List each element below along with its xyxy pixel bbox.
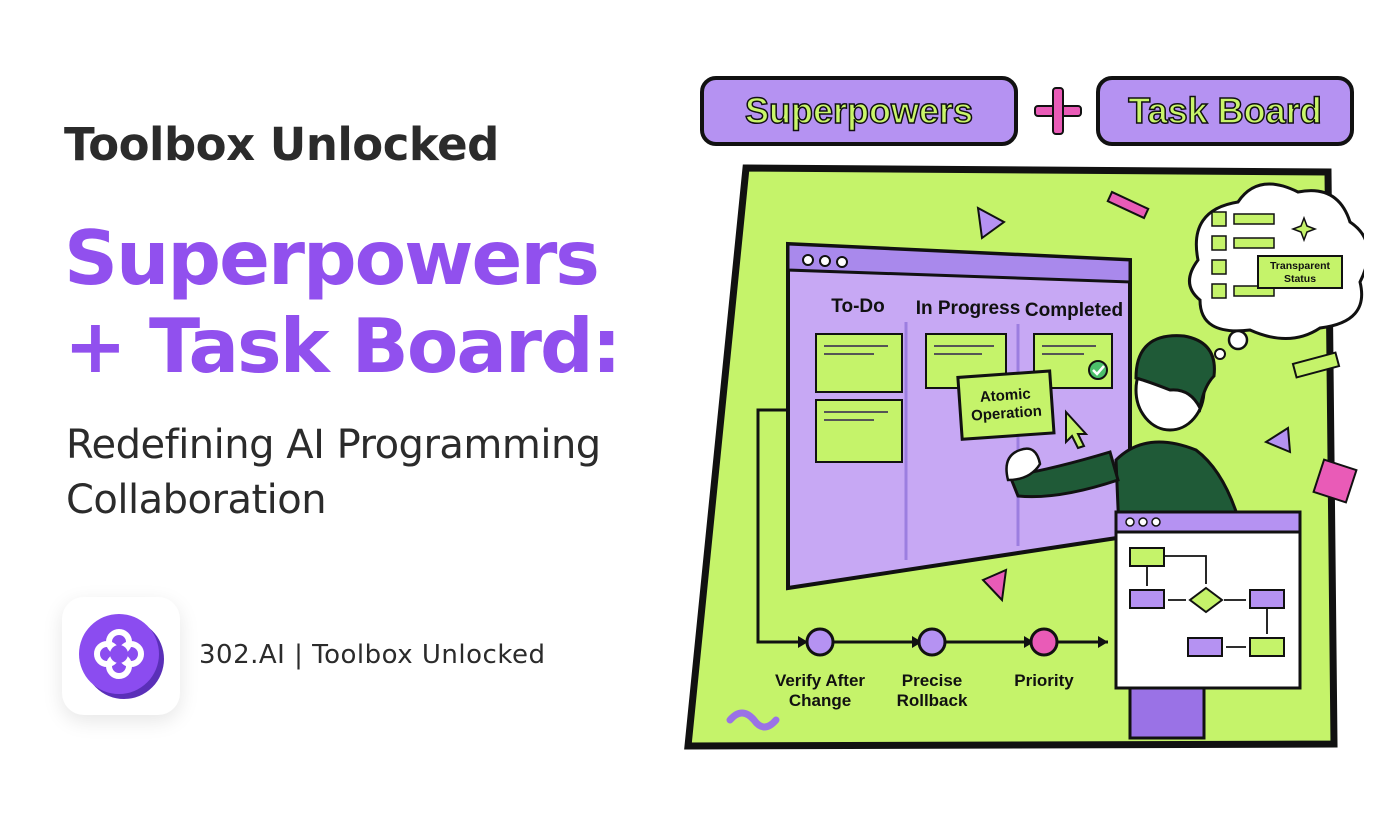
subhead: Redefining AI Programming Collaboration	[66, 418, 601, 528]
column-in-progress: In Progress	[916, 298, 1021, 319]
left-panel: Toolbox Unlocked Superpowers + Task Boar…	[0, 0, 660, 820]
confetti-bar	[1106, 190, 1150, 220]
step-1-line-2: Change	[789, 691, 851, 710]
task-board-window: To-Do In Progress Completed	[786, 241, 1132, 591]
step-1-line-1: Verify After	[775, 671, 865, 690]
timeline-node	[917, 627, 947, 657]
window-dot	[802, 254, 814, 266]
brand-logo-tile	[62, 597, 180, 715]
column-completed: Completed	[1025, 300, 1123, 321]
task-card	[815, 399, 903, 463]
timeline-node	[805, 627, 835, 657]
sparkle-icon	[1290, 215, 1318, 243]
timeline: Verify After Change Precise Rollback Pri…	[758, 627, 1108, 710]
check-icon	[1088, 360, 1108, 380]
tag-superpowers: Superpowers	[700, 76, 1018, 146]
headline-line-2: + Task Board:	[64, 302, 622, 390]
atomic-label-line-1: Atomic	[979, 385, 1031, 406]
step-3-line-1: Priority	[1014, 671, 1074, 690]
plus-icon	[1034, 87, 1082, 135]
tag-task-board-label: Task Board	[1128, 90, 1321, 131]
squiggle	[726, 709, 780, 731]
column-todo: To-Do	[831, 296, 884, 317]
tag-task-board: Task Board	[1096, 76, 1354, 146]
step-2-line-2: Rollback	[897, 691, 968, 710]
task-board-illustration: Superpowers Task Board To-Do In Progress…	[684, 76, 1364, 750]
step-2-line-1: Precise	[902, 671, 963, 690]
task-card	[815, 333, 903, 393]
thought-bubble: Transparent Status	[1188, 182, 1364, 360]
brand-caption: 302.AI | Toolbox Unlocked	[199, 640, 546, 670]
confetti-triangle-pink	[981, 568, 1008, 603]
timeline-node	[1029, 627, 1059, 657]
eyebrow-title: Toolbox Unlocked	[64, 118, 499, 171]
thought-label-line-1: Transparent	[1270, 260, 1331, 272]
cursor-arrow-icon	[1065, 409, 1089, 450]
headline: Superpowers + Task Board:	[64, 214, 622, 390]
tag-superpowers-label: Superpowers	[745, 90, 973, 131]
confetti-square	[1312, 458, 1358, 504]
subhead-line-1: Redefining AI Programming	[66, 422, 601, 468]
subhead-line-2: Collaboration	[66, 477, 327, 523]
atomic-label-line-2: Operation	[971, 403, 1043, 425]
flowchart-window	[1114, 510, 1302, 690]
brand-logo-icon	[79, 614, 164, 699]
headline-line-1: Superpowers	[64, 214, 600, 302]
confetti-triangle-right	[1263, 426, 1292, 454]
confetti-triangle	[976, 206, 1006, 240]
atomic-operation-card: Atomic Operation	[956, 369, 1056, 441]
thought-label-line-2: Status	[1284, 273, 1316, 285]
window-dot	[836, 256, 848, 268]
confetti-slab	[1291, 351, 1341, 379]
window-dot	[819, 255, 831, 267]
